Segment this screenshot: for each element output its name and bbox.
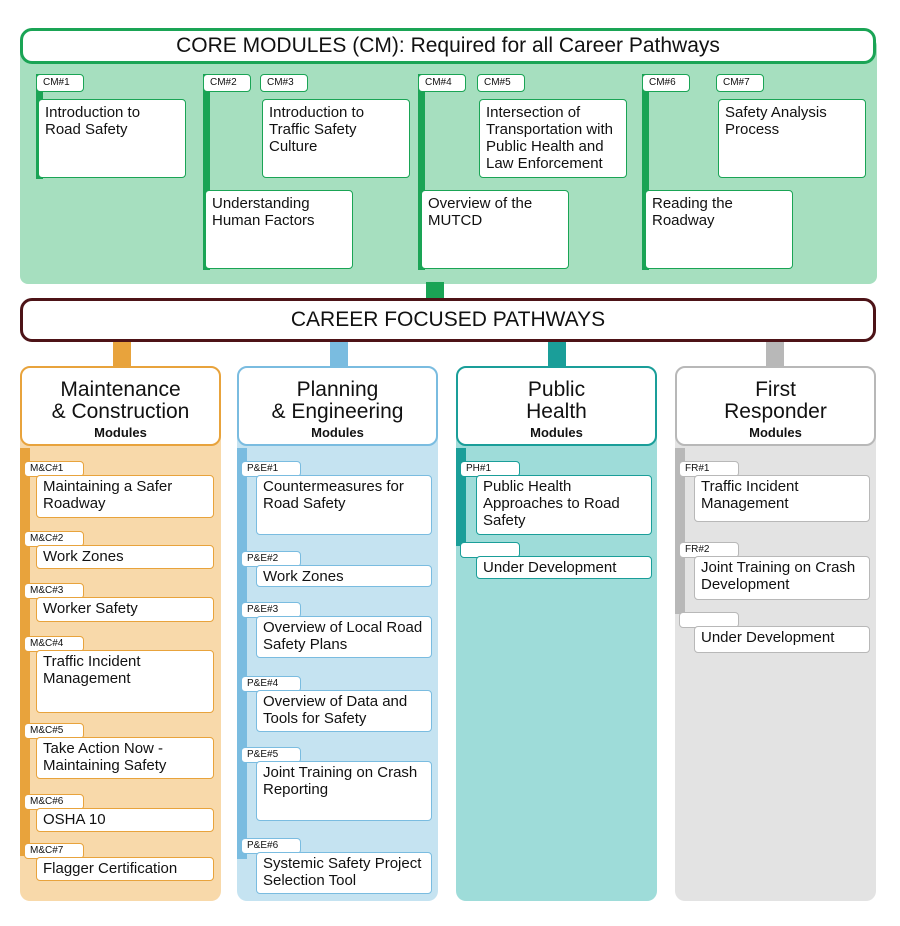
cm3-module-card[interactable]: Introduction to Traffic Safety Culture <box>262 99 410 178</box>
cm5-tag: CM#5 <box>477 74 525 92</box>
cm4-module-card[interactable]: Overview of the MUTCD <box>421 190 569 269</box>
pe6-module-card[interactable]: Systemic Safety Project Selection Tool <box>256 852 432 894</box>
cm7-tag: CM#7 <box>716 74 764 92</box>
planning-subtitle: Modules <box>311 425 364 440</box>
pe5-module-card[interactable]: Joint Training on Crash Reporting <box>256 761 432 821</box>
cm2-tag: CM#2 <box>203 74 251 92</box>
mc1-module-card[interactable]: Maintaining a Safer Roadway <box>36 475 214 518</box>
core-modules-header: CORE MODULES (CM): Required for all Care… <box>20 28 876 64</box>
cm2-module-card[interactable]: Understanding Human Factors <box>205 190 353 269</box>
fr1-module-card[interactable]: Traffic Incident Management <box>694 475 870 522</box>
pathway-connector-planning <box>330 342 348 368</box>
mc4-module-card[interactable]: Traffic Incident Management <box>36 650 214 713</box>
public-health-column-bar <box>456 448 466 546</box>
maintenance-title-line1: Maintenance <box>60 378 181 401</box>
public-health-header[interactable]: Public Health Modules <box>456 366 657 446</box>
cm-group-bar <box>418 74 425 270</box>
pe2-module-card[interactable]: Work Zones <box>256 565 432 587</box>
cm6-tag: CM#6 <box>642 74 690 92</box>
maintenance-subtitle: Modules <box>94 425 147 440</box>
cm5-module-card[interactable]: Intersection of Transportation with Publ… <box>479 99 627 178</box>
public-health-column <box>456 368 657 901</box>
cm3-tag: CM#3 <box>260 74 308 92</box>
maintenance-column-bar <box>20 448 30 856</box>
mc6-module-card[interactable]: OSHA 10 <box>36 808 214 832</box>
first-responder-column-bar <box>675 448 685 614</box>
mc3-module-card[interactable]: Worker Safety <box>36 597 214 622</box>
planning-title-line2: & Engineering <box>271 400 404 423</box>
cm1-tag: CM#1 <box>36 74 84 92</box>
maintenance-header[interactable]: Maintenance & Construction Modules <box>20 366 221 446</box>
first-responder-subtitle: Modules <box>749 425 802 440</box>
career-pathways-header: CAREER FOCUSED PATHWAYS <box>20 298 876 342</box>
mc2-module-card[interactable]: Work Zones <box>36 545 214 569</box>
pathway-connector-maintenance <box>113 342 131 368</box>
ph1-module-card[interactable]: Public Health Approaches to Road Safety <box>476 475 652 535</box>
planning-title-line1: Planning <box>296 378 379 401</box>
mc7-module-card[interactable]: Flagger Certification <box>36 857 214 881</box>
planning-column-bar <box>237 448 247 859</box>
fr3-module-card[interactable]: Under Development <box>694 626 870 653</box>
first-responder-title-line1: First <box>755 378 796 401</box>
pe4-module-card[interactable]: Overview of Data and Tools for Safety <box>256 690 432 732</box>
core-to-pathways-connector <box>426 282 444 302</box>
cm1-module-card[interactable]: Introduction to Road Safety <box>38 99 186 178</box>
cm7-module-card[interactable]: Safety Analysis Process <box>718 99 866 178</box>
pathway-connector-first-responder <box>766 342 784 368</box>
mc5-module-card[interactable]: Take Action Now - Maintaining Safety <box>36 737 214 779</box>
fr2-module-card[interactable]: Joint Training on Crash Development <box>694 556 870 600</box>
public-health-title-line1: Public <box>527 378 586 401</box>
maintenance-title-line2: & Construction <box>51 400 190 423</box>
public-health-title-line2: Health <box>526 400 587 423</box>
cm6-module-card[interactable]: Reading the Roadway <box>645 190 793 269</box>
cm-group-bar <box>642 74 649 270</box>
pe3-module-card[interactable]: Overview of Local Road Safety Plans <box>256 616 432 658</box>
pathway-connector-public-health <box>548 342 566 368</box>
pe1-module-card[interactable]: Countermeasures for Road Safety <box>256 475 432 535</box>
planning-header[interactable]: Planning & Engineering Modules <box>237 366 438 446</box>
first-responder-header[interactable]: First Responder Modules <box>675 366 876 446</box>
cm-group-bar <box>203 74 210 270</box>
cm4-tag: CM#4 <box>418 74 466 92</box>
first-responder-title-line2: Responder <box>724 400 827 423</box>
public-health-subtitle: Modules <box>530 425 583 440</box>
ph2-module-card[interactable]: Under Development <box>476 556 652 579</box>
mc3-tag: M&C#3 <box>24 583 84 599</box>
